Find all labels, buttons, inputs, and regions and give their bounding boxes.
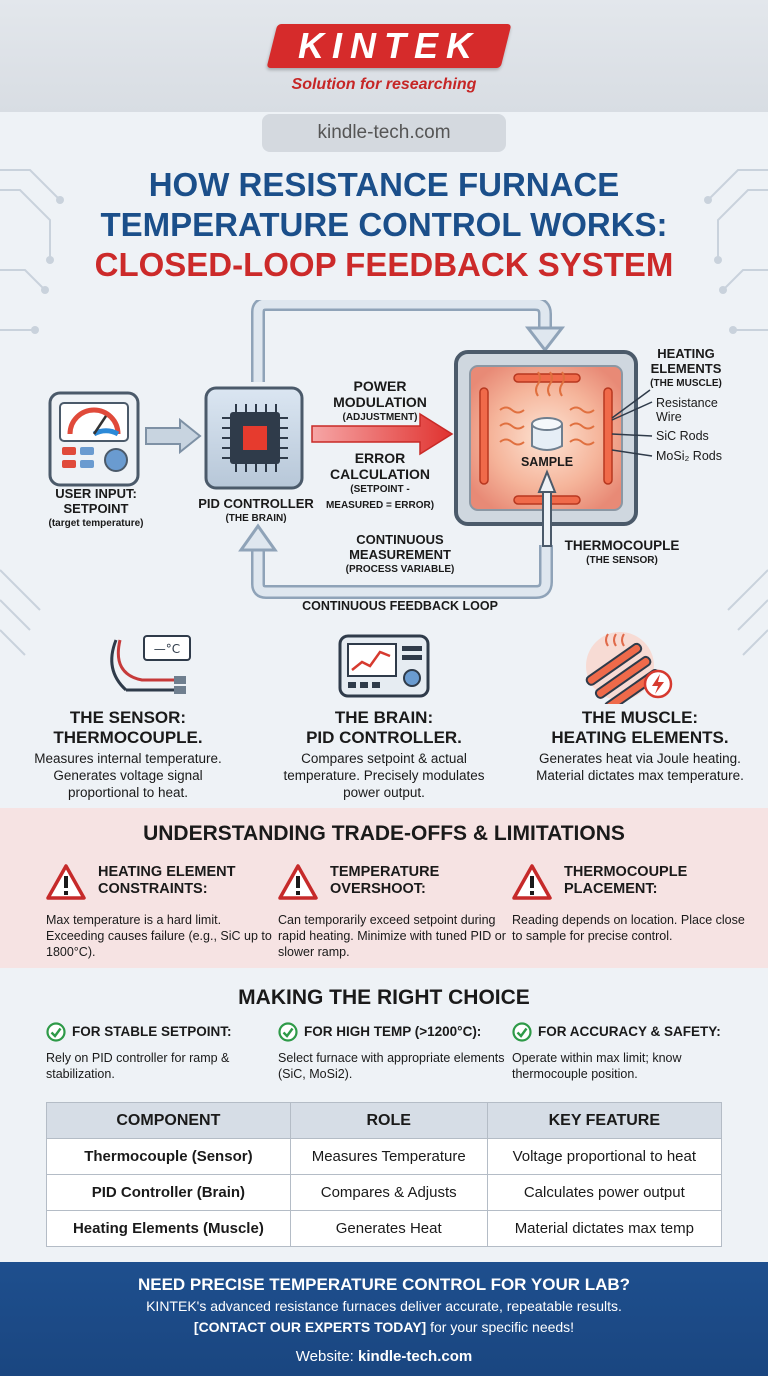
comparison-table: COMPONENT ROLE KEY FEATURE Thermocouple … [46,1102,723,1247]
thermo-display-text: —°C [154,642,180,656]
warning-icon [46,864,86,900]
table-header: KEY FEATURE [486,1102,723,1139]
furnace-icon [454,350,653,547]
top-loop-arrow [251,300,566,382]
power-arrow [311,412,454,456]
tagline: Solution for researching [291,76,477,93]
table-row: Heating Elements (Muscle) Generates Heat… [46,1210,723,1247]
table-row: PID Controller (Brain) Compares & Adjust… [46,1174,723,1211]
check-circle-icon [278,1022,298,1042]
table-header-row: COMPONENT ROLE KEY FEATURE [46,1102,723,1139]
table-cell: Material dictates max temp [486,1210,723,1247]
heating-rods-icon [585,632,673,704]
table-row: Thermocouple (Sensor) Measures Temperatu… [46,1138,723,1175]
kintek-logo[interactable]: KINTEK [262,24,512,74]
feedback-loop-diagram: USER INPUT: SETPOINT (target temperature… [0,300,768,630]
circuit-decoration-left [0,169,64,334]
footer-headline: NEED PRECISE TEMPERATURE CONTROL FOR YOU… [137,1275,631,1294]
table-cell: PID Controller (Brain) [46,1174,291,1211]
footer-website-link[interactable]: kindle-tech.com [358,1348,473,1365]
table-cell: Generates Heat [289,1210,488,1247]
component-muscle-desc: Generates heat via Joule heating. Materi… [536,751,744,783]
feedback-loop-label: CONTINUOUS FEEDBACK LOOP [302,599,498,613]
bottom-feedback-arrow [238,523,553,599]
table-header: COMPONENT [46,1102,291,1139]
table-cell: Calculates power output [486,1174,723,1211]
component-brain: THE BRAIN:PID CONTROLLER. Compares setpo… [256,630,512,805]
table-cell: Heating Elements (Muscle) [46,1210,291,1247]
check-circle-icon [512,1022,532,1042]
error-calculation-label: ERROR CALCULATION (SETPOINT - MEASURED =… [325,450,435,511]
thermocouple-icon: —°C [110,635,191,694]
footer-website: Website: kindle-tech.com [295,1348,473,1365]
heating-elements-label: HEATING ELEMENTS (THE MUSCLE) [650,346,722,389]
footer-description: KINTEK's advanced resistance furnaces de… [146,1298,622,1314]
input-arrow [145,417,202,455]
setpoint-device-icon [48,391,140,487]
check-circle-icon [46,1022,66,1042]
circuit-decoration-right-mid [727,569,768,656]
circuit-decoration-left-mid [0,569,41,656]
user-input-label: USER INPUT: SETPOINT (target temperature… [48,486,144,529]
controller-icon [338,634,430,698]
pid-controller-icon [204,386,304,490]
component-sensor: —°C THE SENSOR:THERMOCOUPLE. Measures in… [0,630,256,805]
heating-item-resistance-wire: Resistance Wire [656,396,718,424]
component-muscle: THE MUSCLE:HEATING ELEMENTS. Generates h… [512,630,768,805]
footer-cta-line: [CONTACT OUR EXPERTS TODAY] for your spe… [193,1319,575,1335]
website-pill[interactable]: kindle-tech.com [262,114,506,152]
page-title-line-2: CLOSED-LOOP FEEDBACK SYSTEM [94,246,674,283]
component-sensor-desc: Measures internal temperature. Generates… [34,751,222,800]
heating-item-sic-rods: SiC Rods [656,429,709,443]
header: KINTEK Solution for researching [0,0,768,112]
warning-icon [512,864,552,900]
continuous-measurement-label: CONTINUOUS MEASUREMENT (PROCESS VARIABLE… [345,532,455,575]
choice-title: MAKING THE RIGHT CHOICE [238,986,530,1009]
circuit-decoration-right [704,169,768,334]
contact-experts-link[interactable]: [CONTACT OUR EXPERTS TODAY] [193,1319,427,1335]
heating-item-mosi2-rods: MoSi₂ Rods [656,449,722,463]
table-cell: Voltage proportional to heat [486,1138,723,1175]
component-brain-desc: Compares setpoint & actual temperature. … [283,751,485,800]
warning-icon [278,864,318,900]
page-title-line-1: HOW RESISTANCE FURNACE TEMPERATURE CONTR… [100,166,668,243]
table-cell: Compares & Adjusts [289,1174,488,1211]
table-cell: Measures Temperature [289,1138,488,1175]
diagram-graphics [48,300,653,599]
pid-controller-label: PID CONTROLLER (THE BRAIN) [198,496,314,524]
components-overview: —°C THE SENSOR:THERMOCOUPLE. Measures in… [0,630,768,805]
footer-cta: NEED PRECISE TEMPERATURE CONTROL FOR YOU… [0,1262,768,1376]
thermocouple-label: THERMOCOUPLE (THE SENSOR) [564,538,680,566]
power-modulation-label: POWER MODULATION (ADJUSTMENT) [333,378,427,423]
tradeoffs-title: UNDERSTANDING TRADE-OFFS & LIMITATIONS [143,822,625,845]
table-cell: Thermocouple (Sensor) [46,1138,291,1175]
logo-text: KINTEK [298,25,480,66]
tradeoffs-section: UNDERSTANDING TRADE-OFFS & LIMITATIONS H… [0,808,768,968]
table-header: ROLE [289,1102,488,1139]
sample-label: SAMPLE [520,455,574,469]
